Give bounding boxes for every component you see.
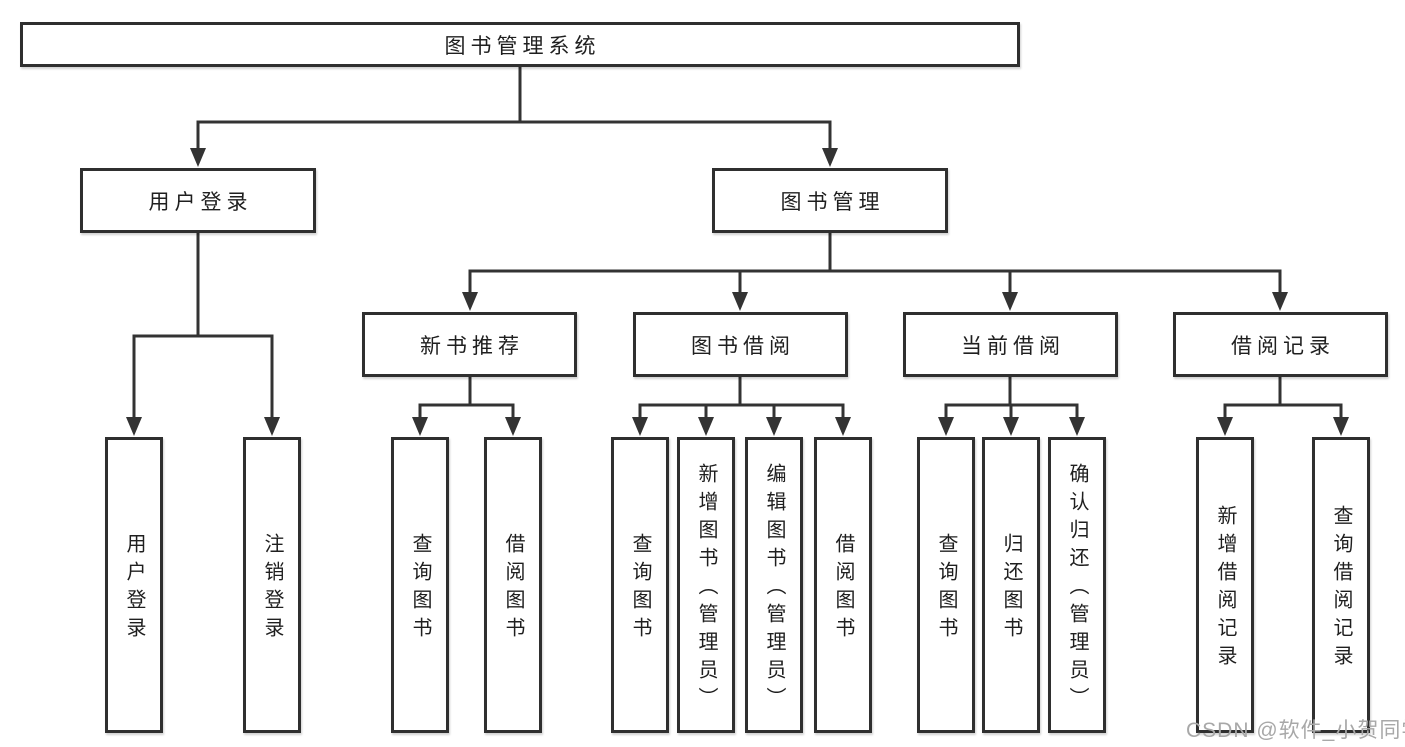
connector-root-to-branches	[190, 66, 838, 167]
leaf-label: 确认归还（管理员）	[1066, 463, 1088, 715]
leaf-label: 借阅图书	[502, 533, 524, 645]
leaf-query-books-borrow: 查询图书	[611, 437, 669, 733]
node-library-management-system: 图书管理系统	[20, 22, 1020, 67]
leaf-label: 查询图书	[935, 533, 957, 645]
node-label: 用户登录	[148, 190, 253, 214]
node-new-book-recommend: 新书推荐	[362, 312, 577, 377]
leaf-label: 查询图书	[409, 533, 431, 645]
leaf-label: 查询借阅记录	[1330, 505, 1352, 673]
connector-book-management-to-level3	[462, 232, 1288, 311]
leaf-edit-books-admin: 编辑图书（管理员）	[745, 437, 803, 733]
leaf-return-books: 归还图书	[982, 437, 1040, 733]
leaf-label: 查询图书	[629, 533, 651, 645]
connector-new-book-recommend-to-leaves	[412, 377, 521, 436]
leaf-confirm-return-admin: 确认归还（管理员）	[1048, 437, 1106, 733]
leaf-label: 用户登录	[123, 533, 145, 645]
node-book-borrow: 图书借阅	[633, 312, 848, 377]
node-label: 图书借阅	[691, 334, 795, 358]
leaf-label: 编辑图书（管理员）	[763, 463, 785, 715]
connector-user-login-to-leaves	[126, 232, 280, 436]
csdn-watermark: CSDN @软件_小贺同学	[1186, 719, 1405, 742]
leaf-borrow-books-recommend: 借阅图书	[484, 437, 542, 733]
leaf-query-books-recommend: 查询图书	[391, 437, 449, 733]
leaf-label: 新增借阅记录	[1214, 505, 1236, 673]
node-book-management: 图书管理	[712, 168, 948, 233]
leaf-user-login: 用户登录	[105, 437, 163, 733]
node-borrow-records: 借阅记录	[1173, 312, 1388, 377]
leaf-add-borrow-record: 新增借阅记录	[1196, 437, 1254, 733]
leaf-query-borrow-record: 查询借阅记录	[1312, 437, 1370, 733]
node-current-borrow: 当前借阅	[903, 312, 1118, 377]
leaf-label: 归还图书	[1000, 533, 1022, 645]
leaf-logout: 注销登录	[243, 437, 301, 733]
node-label: 借阅记录	[1231, 334, 1335, 358]
leaf-label: 借阅图书	[832, 533, 854, 645]
node-label: 图书管理	[780, 190, 885, 214]
leaf-borrow-books-borrow: 借阅图书	[814, 437, 872, 733]
leaf-label: 注销登录	[261, 533, 283, 645]
node-label: 图书管理系统	[444, 34, 601, 58]
node-user-login: 用户登录	[80, 168, 316, 233]
connector-current-borrow-to-leaves	[938, 377, 1085, 436]
leaf-query-books-current: 查询图书	[917, 437, 975, 733]
node-label: 当前借阅	[961, 334, 1065, 358]
node-label: 新书推荐	[420, 334, 524, 358]
leaf-add-books-admin: 新增图书（管理员）	[677, 437, 735, 733]
leaf-label: 新增图书（管理员）	[695, 463, 717, 715]
connector-borrow-records-to-leaves	[1217, 377, 1349, 436]
connector-book-borrow-to-leaves	[632, 377, 851, 436]
